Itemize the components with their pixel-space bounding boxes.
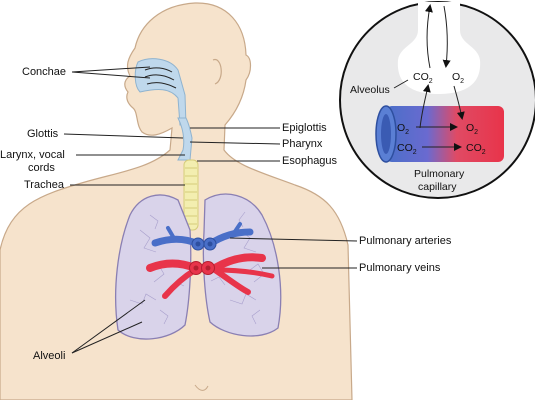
pulmonary-arteries [151, 222, 254, 251]
vein-left-hole [193, 265, 199, 271]
navel-icon [194, 384, 209, 391]
concha-1 [144, 67, 173, 73]
ear-icon [212, 59, 222, 85]
artery-right-hole [207, 241, 213, 247]
label-o2-right: O2 [466, 122, 478, 136]
leader-alveoli-2 [71, 321, 143, 354]
vein-right-hole [205, 265, 211, 271]
co2-diffuse-arrow [419, 84, 431, 129]
o2-in-arrow [442, 5, 451, 68]
trachea-tube [183, 159, 199, 231]
left-labels: Conchae Glottis Larynx, vocal cords Trac… [0, 66, 185, 362]
leader-conchae-2 [71, 71, 151, 79]
o2-diffuse-arrow [453, 85, 465, 120]
label-alveoli: Alveoli [33, 350, 65, 362]
trachea-rings [185, 167, 197, 225]
label-glottis: Glottis [27, 128, 59, 140]
capillary-tube [386, 106, 504, 162]
gas-exchange-inset: Alveolus CO2 O2 O2 O2 CO2 CO2 Pulmonary … [339, 1, 535, 199]
label-pharynx: Pharynx [282, 138, 323, 150]
label-pulmonary-arteries: Pulmonary arteries [359, 235, 452, 247]
concha-3 [146, 82, 177, 89]
label-capillary-line2: capillary [418, 181, 457, 193]
capillary-lumen [381, 114, 391, 154]
right-lung [202, 193, 282, 337]
label-trachea: Trachea [24, 179, 65, 191]
leader-pulmonary-arteries [229, 237, 358, 242]
label-esophagus: Esophagus [282, 155, 338, 167]
trachea [183, 159, 199, 231]
label-o2-top: O2 [452, 71, 464, 85]
right-labels: Epiglottis Pharynx Esophagus Pulmonary a… [189, 122, 452, 274]
leader-pharynx [189, 141, 281, 145]
label-co2-top: CO2 [413, 71, 433, 85]
label-pulmonary-veins: Pulmonary veins [359, 262, 441, 274]
label-conchae: Conchae [22, 66, 66, 78]
label-alveolus: Alveolus [350, 84, 390, 96]
label-capillary-line1: Pulmonary [414, 168, 465, 180]
label-o2-left: O2 [397, 122, 409, 136]
leader-conchae-1 [71, 66, 151, 73]
label-epiglottis: Epiglottis [282, 122, 327, 134]
artery-left-upper [166, 226, 177, 242]
pulmonary-veins [146, 253, 275, 299]
nasal-cavity [134, 58, 187, 126]
artery-right-upper [230, 222, 242, 238]
vein-right-upper [211, 253, 266, 272]
leader-glottis [63, 133, 184, 139]
co2-out-arrow [424, 4, 433, 69]
leader-alveoli-1 [71, 299, 146, 354]
vein-right-mid [212, 267, 275, 279]
alveolus-sac [397, 2, 481, 94]
concha-2 [144, 74, 175, 81]
label-larynx-line2: cords [28, 162, 55, 174]
label-co2-right: CO2 [466, 142, 486, 156]
artery-left-hole [195, 241, 201, 247]
label-larynx-line1: Larynx, vocal [0, 149, 65, 161]
leader-alveolus [393, 79, 409, 89]
label-co2-left: CO2 [397, 142, 417, 156]
bronchial-texture [129, 211, 265, 325]
vein-left-upper [146, 259, 199, 272]
